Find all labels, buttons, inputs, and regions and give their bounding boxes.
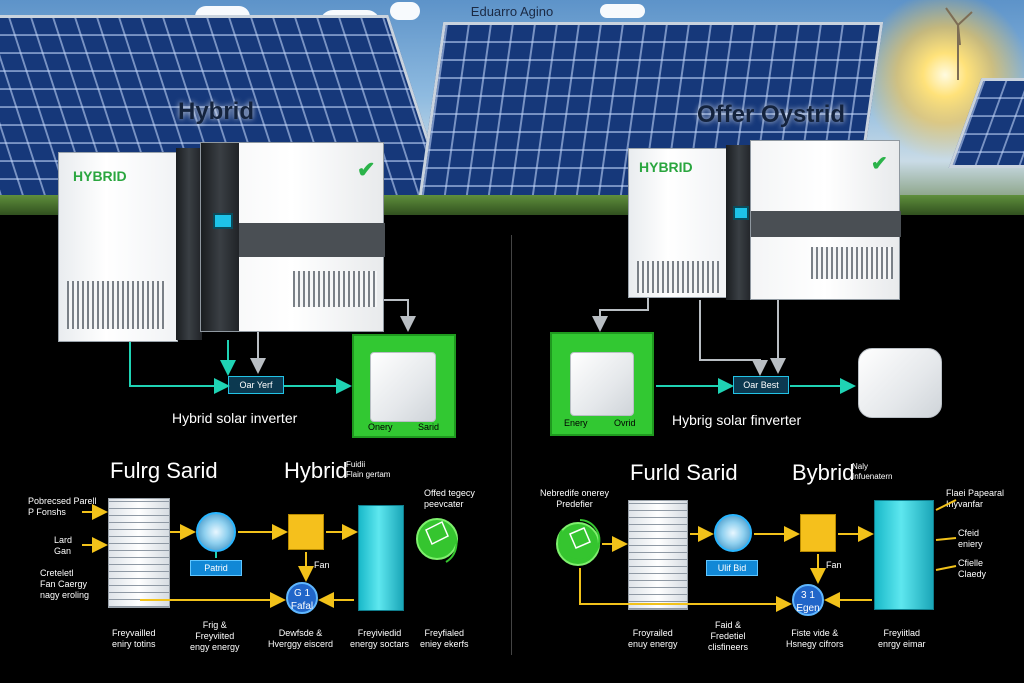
left-flow-heading-a: Fulrg Sarid — [110, 458, 218, 483]
left-cyan-battery-tower-icon — [358, 505, 404, 611]
green-box-label: Ovrid — [614, 418, 636, 428]
storage-cube-icon — [570, 352, 634, 416]
right-cyan-battery-tower-icon — [874, 500, 934, 610]
left-title: Hybrid — [178, 98, 255, 125]
vent-grille — [67, 281, 167, 329]
cloud — [390, 2, 420, 20]
inverter-display-icon — [213, 213, 233, 229]
left-bottom-label: Freyvailled eniry totins — [112, 628, 156, 649]
right-note: Flaei Papearal Inyvanfar — [946, 488, 1005, 509]
left-inverter-badge: HYBRID — [73, 168, 127, 184]
leaf-check-icon: ✔ — [357, 157, 376, 182]
gray-band — [751, 211, 901, 237]
green-box-label: Enery — [564, 418, 588, 428]
left-blue-circle: G 1 Fafal — [286, 582, 318, 614]
left-right-note: Offed tegecy peevcater — [424, 488, 475, 509]
right-bottom-label: Freyiitlad enrgy eimar — [878, 628, 926, 649]
left-bottom-label: Freyfialed eniey ekerfs — [420, 628, 469, 649]
gray-band — [239, 223, 385, 257]
right-blue-circle: 3 1 Egen — [792, 584, 824, 616]
right-inverter-unit: HYBRID — [628, 148, 728, 298]
left-bottom-label: Freyiviedid energy soctars — [350, 628, 410, 649]
right-flow-heading-b-sub: Naly Infuenatern — [852, 462, 893, 481]
left-inverter-hinge — [176, 148, 202, 340]
left-note: Creteletl Fan Caergy nagy eroling — [40, 568, 90, 600]
right-title: Offer Oystrid — [697, 101, 846, 128]
right-inverter-main: ✔ — [750, 140, 901, 300]
left-yellow-cube-icon — [288, 514, 324, 550]
left-inverter-main: ✔ — [200, 142, 385, 332]
left-bottom-label: Dewfsde & Hverggy eiscerd — [268, 628, 334, 649]
right-flow-heading-b: Bybrid — [792, 460, 855, 485]
left-caption: Hybrid solar inverter — [172, 410, 298, 426]
right-green-cube-circle-icon — [556, 522, 600, 566]
cloud — [600, 4, 645, 18]
left-flow-heading-b: Hybrid — [284, 458, 348, 483]
leaf-check-icon: ✔ — [871, 153, 888, 175]
vent-grille — [637, 261, 719, 293]
right-inverter-badge: HYBRID — [639, 159, 693, 175]
green-box-label: Sarid — [418, 422, 440, 432]
right-bottom-label: Fiste vide & Hsnegy cifrors — [786, 628, 844, 649]
left-bottom-label: Frig & Freyviited engy energy — [190, 620, 240, 652]
left-note: Lard Gan — [54, 535, 73, 556]
right-fan-disc-icon — [714, 514, 752, 552]
right-left-note: Nebredife onerey Predefier — [540, 488, 610, 509]
left-inverter-unit: HYBRID — [58, 152, 178, 342]
left-oar-button[interactable]: Oar Yerf — [228, 376, 284, 394]
right-yellow-cube-icon — [800, 514, 836, 552]
right-flow-heading-a: Furld Sarid — [630, 460, 738, 485]
right-fan-label: Fan — [826, 560, 842, 570]
top-caption: Eduarro Agino — [470, 4, 554, 19]
right-note: Cfielle Claedy — [958, 558, 987, 579]
left-green-storage-box: Onery Sarid — [352, 334, 456, 438]
vent-grille — [811, 247, 893, 279]
right-oar-button[interactable]: Oar Best — [733, 376, 789, 394]
right-bottom-label: Froyrailed enuy energy — [628, 628, 678, 649]
left-server-rack-icon — [108, 498, 170, 608]
storage-cube-icon — [370, 352, 436, 422]
right-blue-label: Ulif Bid — [706, 560, 758, 576]
center-divider — [511, 235, 512, 655]
left-fan-label: Fan — [314, 560, 330, 570]
left-blue-label: Patrid — [190, 560, 242, 576]
right-caption: Hybrig solar finverter — [672, 412, 802, 428]
green-box-label: Onery — [368, 422, 393, 432]
left-flow-heading-b-sub: Fuidii Flain gertam — [346, 460, 391, 479]
right-inverter-hinge — [726, 145, 752, 300]
vent-grille — [293, 271, 377, 307]
inverter-display-icon — [733, 206, 749, 220]
left-note: Pobrecsed Parell P Fonshs — [28, 496, 97, 517]
right-green-storage-box: Enery Ovrid — [550, 332, 654, 436]
right-note: Cfeid eniery — [958, 528, 983, 549]
right-white-storage-icon — [858, 348, 942, 418]
right-bottom-label: Faid & Fredetiel clisfineers — [708, 620, 749, 652]
control-column — [201, 143, 239, 331]
right-server-rack-icon — [628, 500, 688, 610]
left-fan-disc-icon — [196, 512, 236, 552]
